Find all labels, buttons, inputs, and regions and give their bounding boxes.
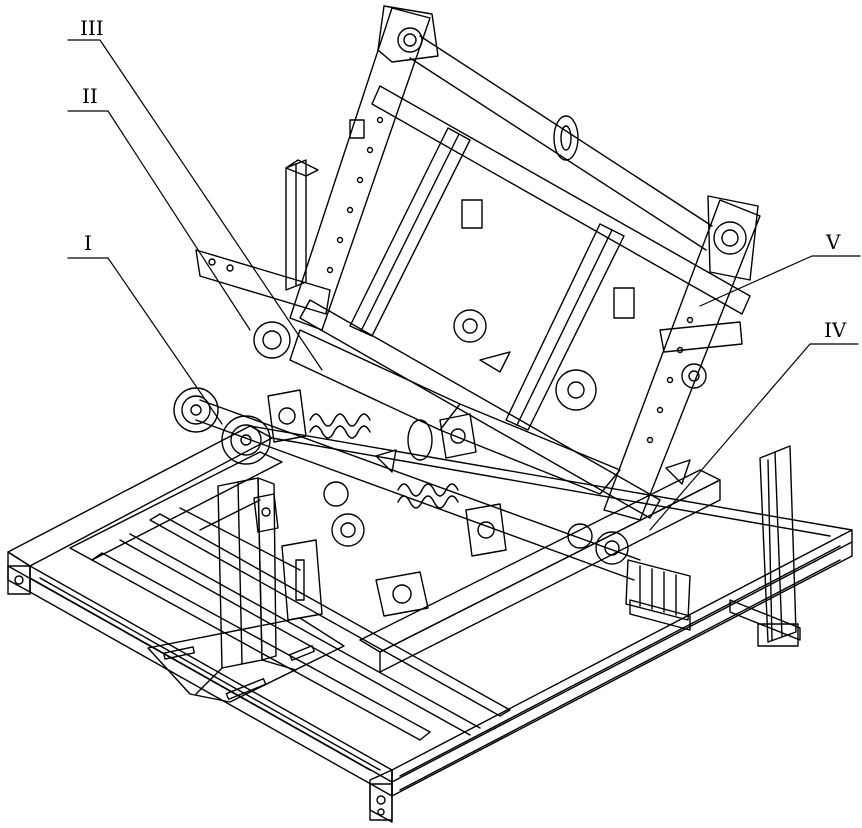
gear-mid-2 [324,482,348,506]
top-roller-flange [554,116,578,160]
leader-lines [68,40,860,530]
screw-1 [310,414,370,426]
right-post-base [758,624,798,646]
callout-label-IV: IV [824,320,846,340]
wedge-bracket-3 [376,450,396,472]
wedge-bracket-2 [666,460,690,484]
leader-II [68,111,250,330]
right-top-bracket [708,196,758,280]
stand-column-side [258,478,276,660]
roller-end [408,420,432,460]
motor-housing [626,560,690,620]
bearing-block-2 [440,414,476,458]
cross-beam-lower [300,300,660,518]
wedge-bracket-1 [480,352,510,372]
stand-foot-plate [148,618,344,702]
bearing-block-3 [466,504,506,556]
cover-plate [290,330,460,430]
top-roller-upper-edge [420,36,712,226]
drive-shaft-assembly [174,310,706,630]
sprocket-2 [222,416,270,464]
sprocket-3 [254,322,290,358]
main-shaft-top [200,400,640,560]
bearing-block-4 [376,572,428,616]
tilted-frame [196,6,760,520]
side-posts [286,160,800,646]
leader-IV [650,344,858,530]
sprocket-1 [174,388,218,432]
base-inner-rail-2 [92,553,430,740]
gear-right-2 [556,370,596,410]
gear-right-3 [568,524,592,548]
base-frame-right-rail [392,530,852,796]
gear-right-1 [596,532,628,564]
right-side-plate [604,200,760,520]
callout-label-III: III [80,18,104,38]
callout-label-V: V [826,232,840,252]
motor-mount [630,600,690,630]
leader-III [68,40,322,370]
bearing-right [454,310,486,342]
callout-label-II: II [82,86,98,106]
leader-I [68,258,222,424]
left-rear-post-top [286,160,318,176]
left-side-plate [290,8,430,330]
gear-mid-1 [332,514,364,546]
bracket-a [462,200,482,228]
callout-label-I: I [84,233,92,253]
bracket-b [614,288,634,318]
slide-carriage [282,540,322,620]
cross-beam-upper [372,86,750,314]
